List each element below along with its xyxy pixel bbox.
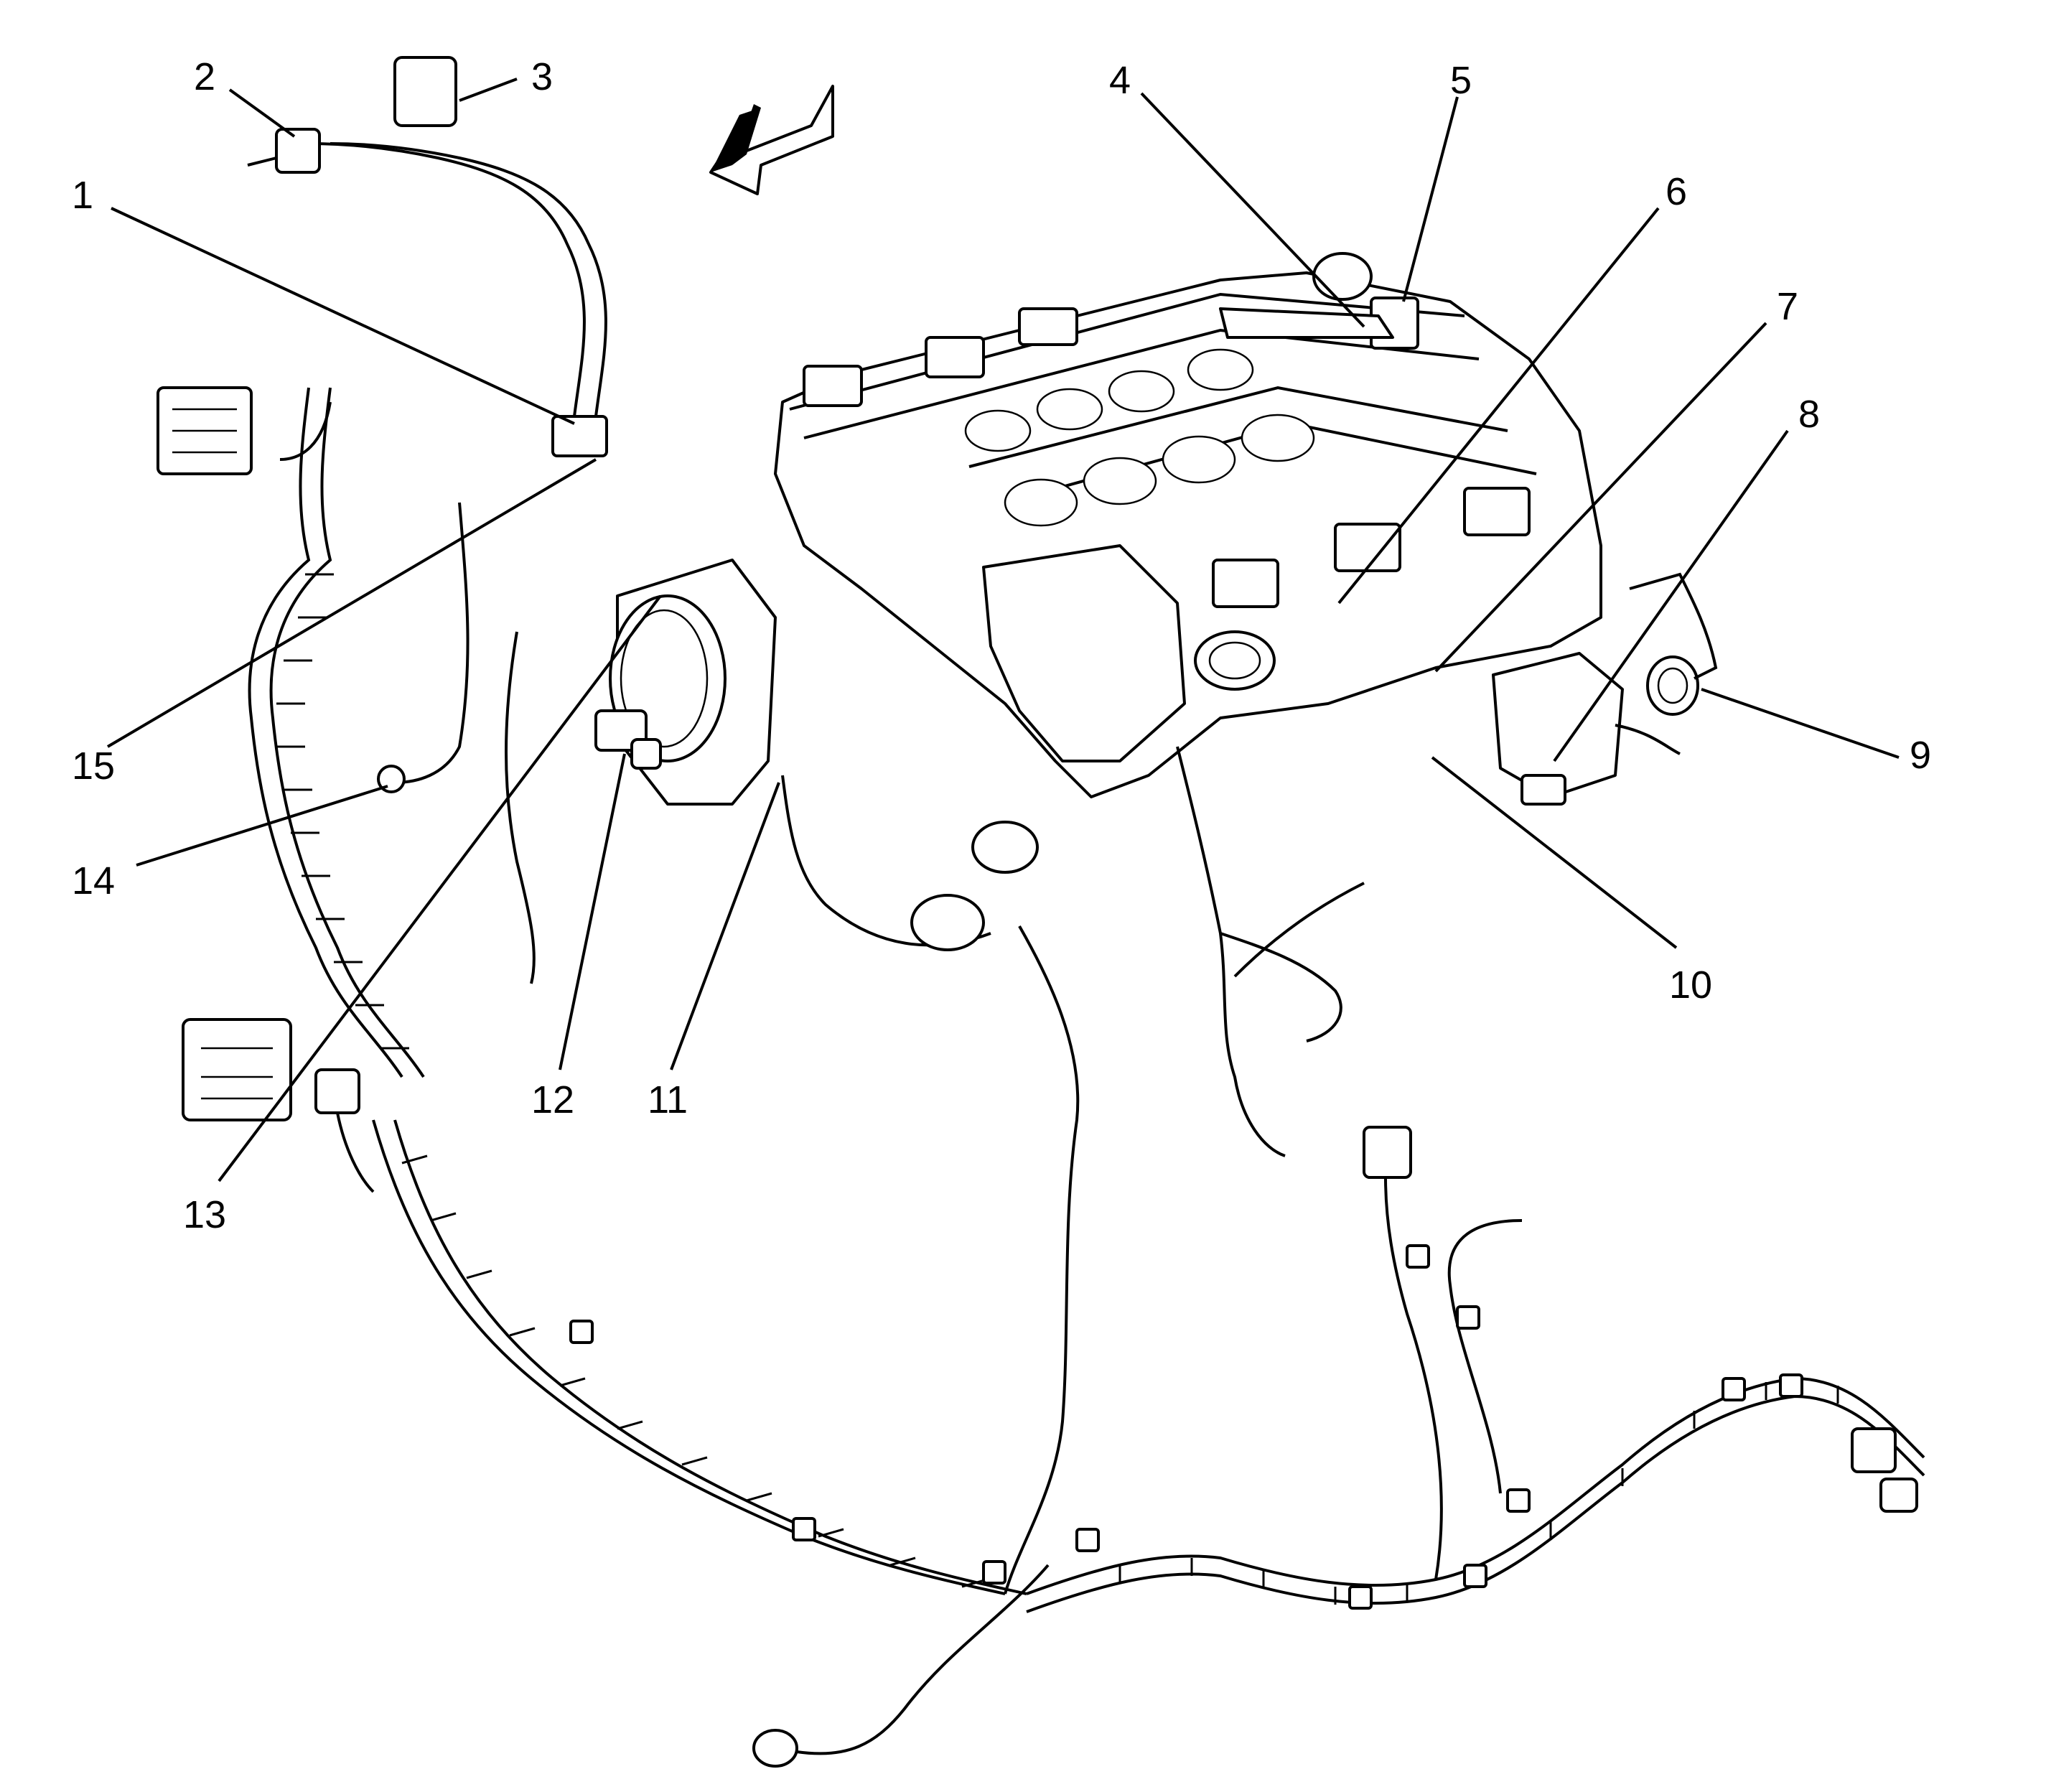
engine-assembly bbox=[774, 271, 1602, 798]
callout-9: 9 bbox=[1910, 734, 1931, 777]
leader-6 bbox=[1337, 207, 1660, 605]
top-right-sensor bbox=[1219, 252, 1419, 350]
connector-center-icon bbox=[910, 821, 1039, 951]
leader-11 bbox=[670, 782, 780, 1070]
connector-2-icon bbox=[247, 128, 321, 174]
ignition-coils bbox=[803, 307, 1531, 608]
leader-14 bbox=[136, 785, 388, 867]
connector-right-lower-icon bbox=[1363, 1126, 1412, 1179]
callout-13: 13 bbox=[183, 1193, 226, 1236]
harness-clips bbox=[569, 1244, 1803, 1610]
leader-15 bbox=[106, 458, 597, 748]
connector-3-icon bbox=[393, 56, 457, 127]
leader-lines bbox=[106, 78, 1900, 1182]
callout-10: 10 bbox=[1669, 963, 1712, 1007]
connectors bbox=[157, 56, 1918, 1768]
callout-6: 6 bbox=[1666, 170, 1687, 213]
callout-14: 14 bbox=[72, 859, 115, 902]
large-connector-bottom-left-icon bbox=[182, 1018, 292, 1121]
leader-2 bbox=[228, 88, 296, 138]
callout-8: 8 bbox=[1798, 393, 1820, 436]
purge-solenoid bbox=[1492, 652, 1681, 806]
callout-3: 3 bbox=[531, 55, 553, 98]
leader-1 bbox=[111, 207, 575, 425]
connector-1-icon bbox=[551, 415, 608, 457]
leader-12 bbox=[559, 753, 626, 1070]
callout-1: 1 bbox=[72, 174, 93, 217]
leader-5 bbox=[1402, 96, 1459, 302]
throttle-body bbox=[594, 559, 777, 806]
callout-4: 4 bbox=[1109, 59, 1131, 102]
leader-8 bbox=[1553, 429, 1789, 762]
leader-13 bbox=[218, 594, 662, 1182]
wiring-harness bbox=[248, 142, 1925, 1755]
large-connector-top-left-icon bbox=[157, 386, 253, 475]
small-connector-left-icon bbox=[314, 1068, 375, 1193]
callout-15: 15 bbox=[72, 745, 115, 788]
connector-14-icon bbox=[377, 765, 406, 793]
leader-3 bbox=[459, 78, 518, 102]
leader-10 bbox=[1431, 756, 1678, 949]
callout-11: 11 bbox=[648, 1078, 688, 1121]
leader-4 bbox=[1140, 92, 1365, 328]
callout-12: 12 bbox=[531, 1078, 574, 1121]
front-direction-arrow-icon bbox=[709, 85, 834, 195]
callout-5: 5 bbox=[1450, 59, 1472, 102]
connector-right-end-icon bbox=[1851, 1427, 1918, 1513]
callout-7: 7 bbox=[1777, 285, 1798, 328]
callout-2: 2 bbox=[194, 55, 215, 98]
leader-9 bbox=[1701, 688, 1900, 759]
leader-7 bbox=[1434, 322, 1767, 673]
connector-bottom-end-icon bbox=[752, 1729, 798, 1768]
callout-labels: 1 2 3 4 5 6 7 8 9 10 11 12 13 14 15 bbox=[72, 55, 1931, 1236]
